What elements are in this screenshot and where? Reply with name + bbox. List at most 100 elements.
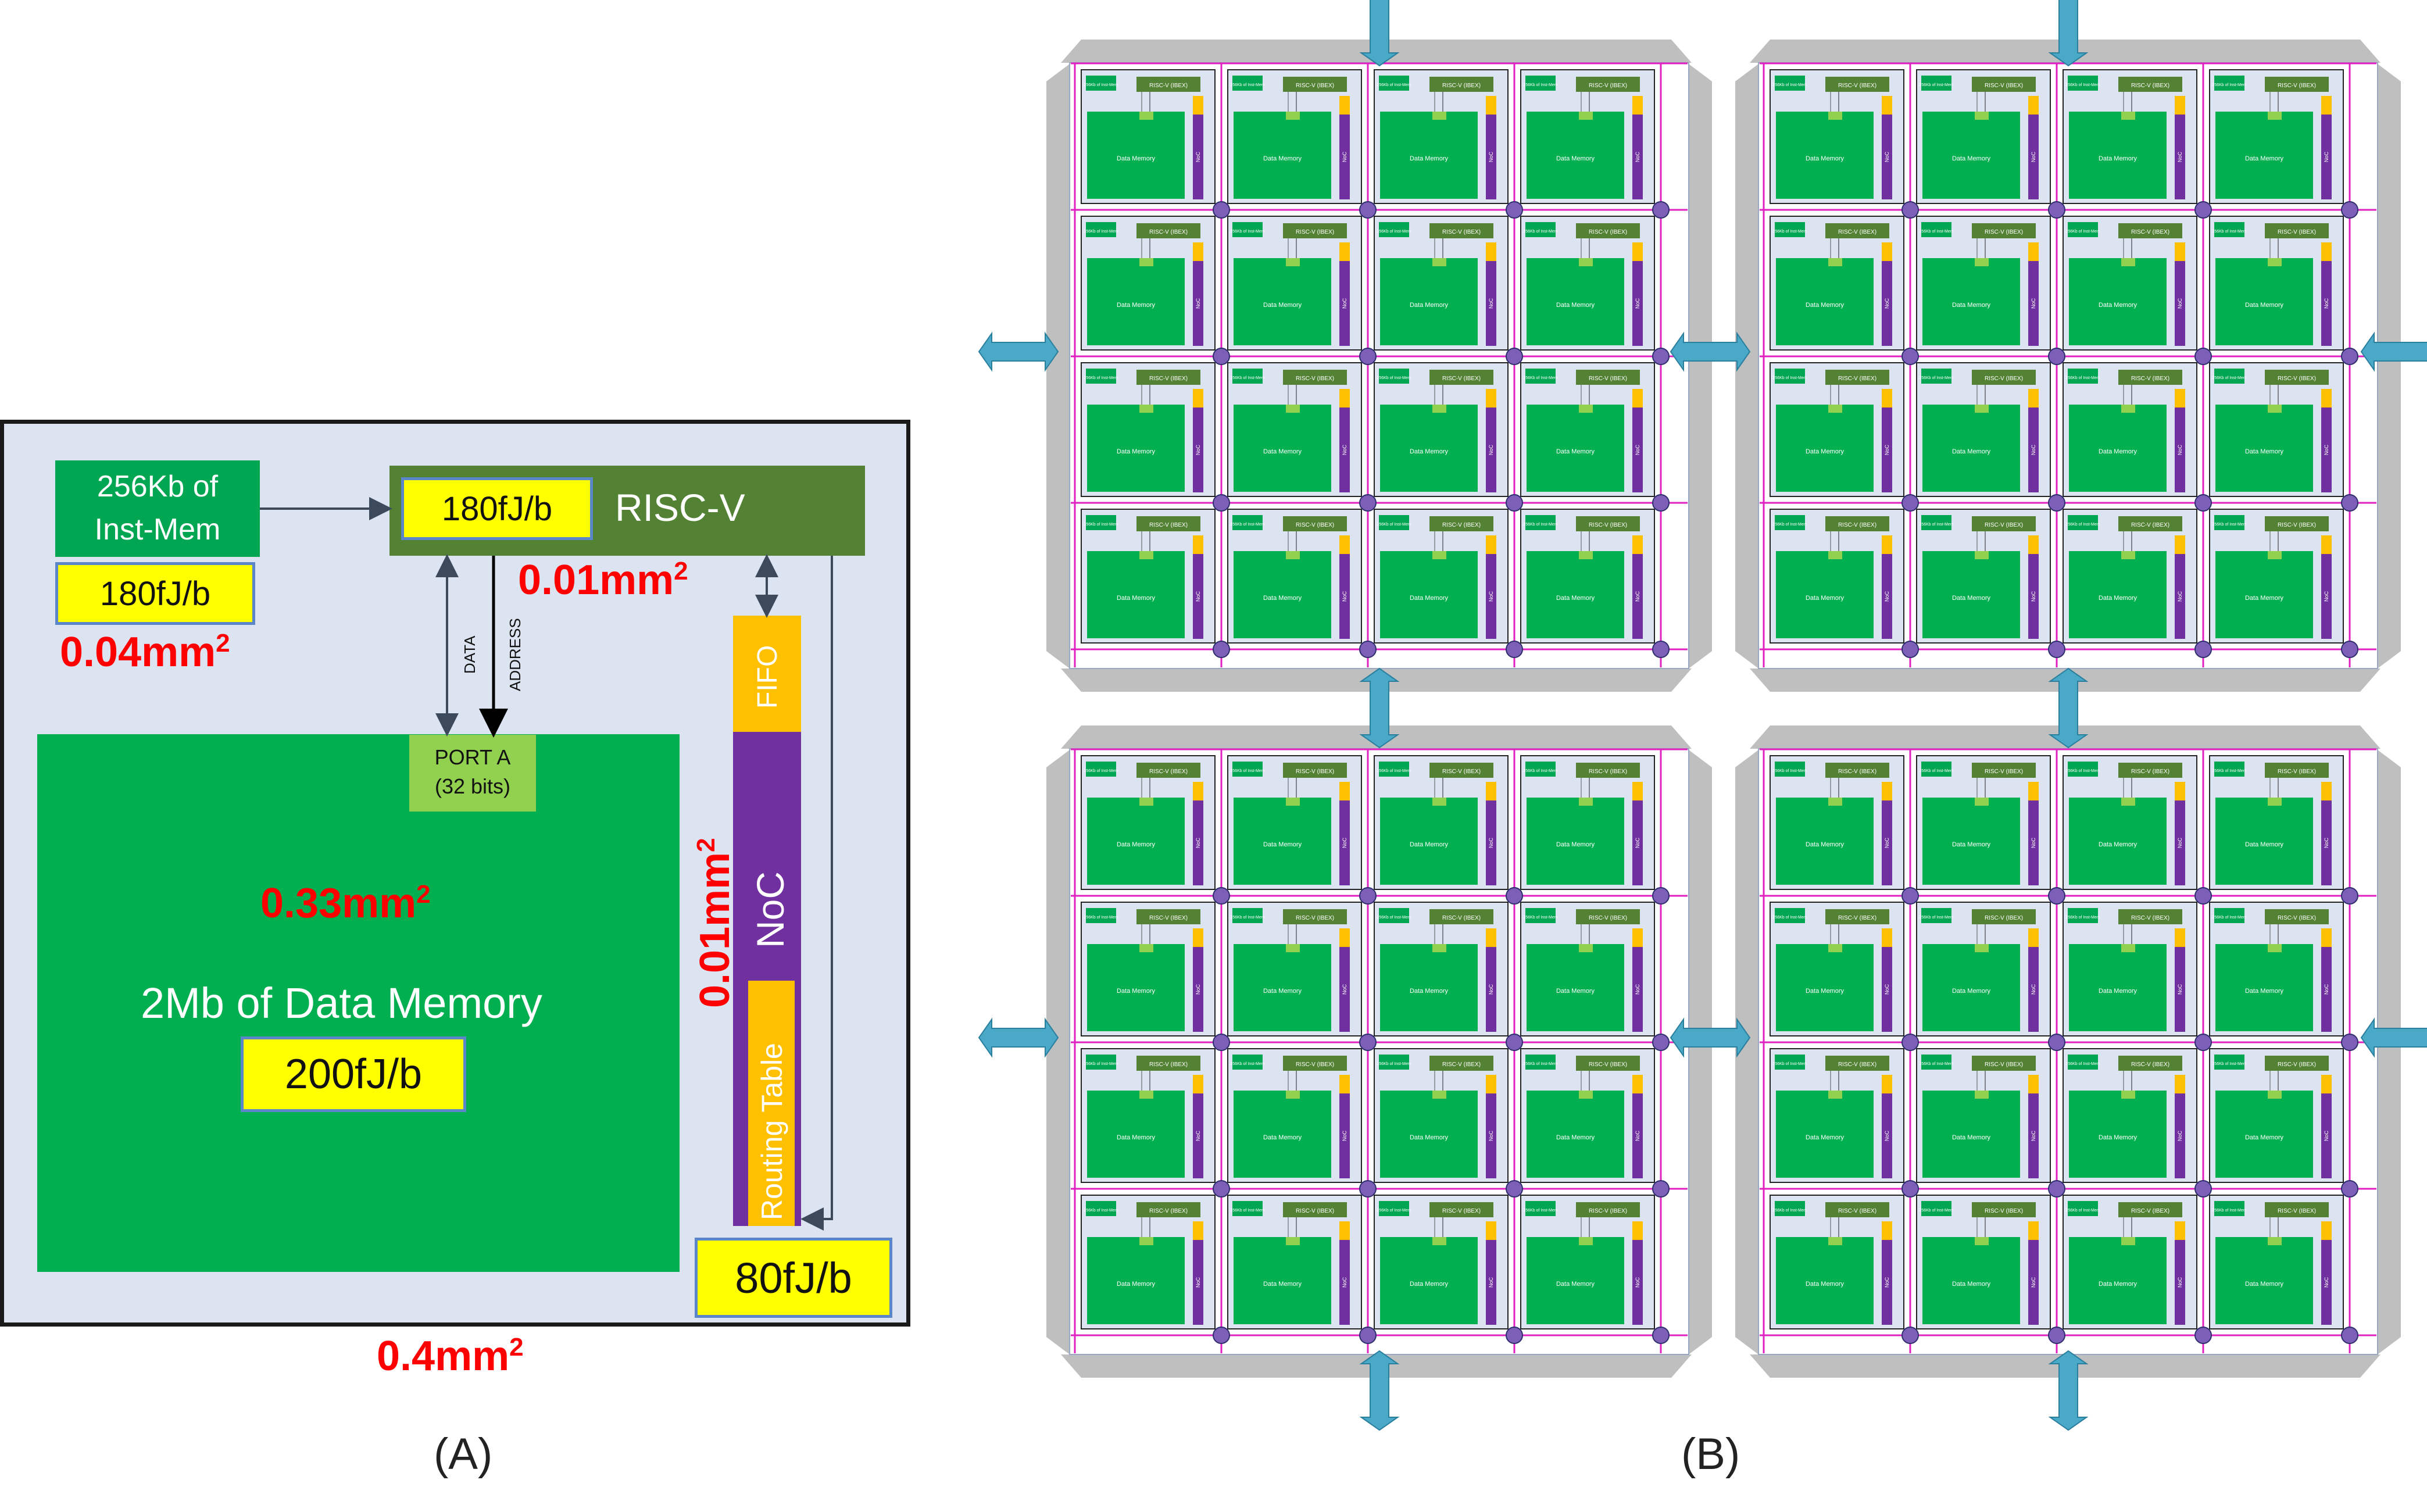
- tile-noc-label: NoC: [1488, 838, 1494, 849]
- tile-data-memory-label: Data Memory: [1556, 595, 1595, 602]
- tile-port: [2268, 944, 2282, 952]
- tile-inst-mem: [1379, 1201, 1409, 1216]
- tile-port: [1432, 944, 1446, 952]
- tile-noc: [1193, 788, 1203, 885]
- tile-risc-v: [2118, 1202, 2182, 1217]
- tile-inst-mem-label: 256Kb of Inst-Mem: [1523, 376, 1557, 380]
- tile-risc-v-label: RISC-V (IBEX): [2278, 522, 2316, 528]
- tile-inst-mem-label: 256Kb of Inst-Mem: [1377, 376, 1411, 380]
- tile-data-memory-label: Data Memory: [2099, 595, 2138, 602]
- tile-risc-v: [1576, 763, 1640, 778]
- fifo-block: [733, 616, 801, 732]
- tile-inst-mem-label: 256Kb of Inst-Mem: [1919, 769, 1953, 773]
- tile-inst-mem-label: 256Kb of Inst-Mem: [2212, 523, 2246, 527]
- tile-risc-v: [1429, 1202, 1493, 1217]
- tile-risc-v: [1825, 370, 1889, 385]
- chip-io-frame-left: [1735, 750, 1758, 1354]
- tile-noc-label: NoC: [1195, 1277, 1201, 1288]
- tile-risc-v-label: RISC-V (IBEX): [2278, 1208, 2316, 1214]
- tile-data-memory: [2069, 944, 2167, 1031]
- tile-port: [1579, 1091, 1593, 1099]
- tile-data-memory-label: Data Memory: [2245, 841, 2284, 848]
- tile-port: [1828, 1091, 1842, 1099]
- tile-inst-mem-label: 256Kb of Inst-Mem: [1230, 523, 1264, 527]
- tile-risc-v-label: RISC-V (IBEX): [1442, 1061, 1481, 1068]
- tile-noc: [2175, 248, 2185, 346]
- tile-noc-label: NoC: [2177, 298, 2183, 309]
- tile-risc-v: [1136, 516, 1200, 531]
- tile-data-memory: [1234, 798, 1331, 885]
- tile-risc-v-label: RISC-V (IBEX): [1296, 229, 1334, 235]
- tile-inst-mem-label: 256Kb of Inst-Mem: [1230, 230, 1264, 234]
- tile-data-memory-label: Data Memory: [1410, 841, 1449, 848]
- mesh-router: [2194, 1180, 2212, 1198]
- tile-risc-v: [1576, 223, 1640, 238]
- tile-fifo: [1632, 1221, 1643, 1240]
- risc-v-block: 180fJ/b RISC-V: [389, 466, 865, 556]
- tile-noc-label: NoC: [2324, 838, 2329, 849]
- tile-risc-v: [1825, 1202, 1889, 1217]
- tile-inst-mem: [2068, 222, 2098, 237]
- tile-noc-label: NoC: [2324, 298, 2329, 309]
- tile-port: [1579, 944, 1593, 952]
- tile-noc-label: NoC: [1488, 445, 1494, 456]
- tile-risc-v: [1283, 516, 1347, 531]
- mesh-router: [1359, 887, 1377, 905]
- mesh-router: [1901, 1034, 1919, 1051]
- mesh-router: [1359, 201, 1377, 219]
- tile-port: [1286, 405, 1300, 413]
- tile-data-memory: [2069, 1237, 2167, 1324]
- tile-inst-mem: [1775, 515, 1805, 530]
- tile-noc: [2028, 934, 2039, 1032]
- tile-inst-mem: [1232, 76, 1263, 91]
- tile-fifo: [1882, 1221, 1892, 1240]
- tile-risc-v-label: RISC-V (IBEX): [1296, 376, 1334, 382]
- tile-inst-mem-label: 256Kb of Inst-Mem: [1523, 1062, 1557, 1066]
- tile-risc-v-label: RISC-V (IBEX): [1442, 768, 1481, 775]
- tile-noc-label: NoC: [1195, 838, 1201, 849]
- inst-mem-block: 256Kb of Inst-Mem: [55, 460, 260, 557]
- mesh-router: [1901, 887, 1919, 905]
- tile-inst-mem-label: 256Kb of Inst-Mem: [2212, 1209, 2246, 1213]
- tile-inst-mem-label: 256Kb of Inst-Mem: [1919, 523, 1953, 527]
- tile-fifo: [2175, 928, 2185, 947]
- tile-inst-mem: [2068, 515, 2098, 530]
- mesh-router: [1652, 494, 1670, 512]
- tile-inst-mem-label: 256Kb of Inst-Mem: [2212, 83, 2246, 87]
- tile-data-memory-label: Data Memory: [1556, 302, 1595, 309]
- tile-noc: [2175, 1081, 2185, 1178]
- risc-v-energy: 180fJ/b: [401, 477, 593, 540]
- tile-noc-label: NoC: [1884, 984, 1890, 995]
- chip-io-frame-left: [1735, 64, 1758, 669]
- tile-risc-v: [1972, 77, 2036, 92]
- mesh-router: [1652, 887, 1670, 905]
- tile-fifo: [1882, 1075, 1892, 1093]
- tile-noc: [1632, 102, 1643, 199]
- data-memory-block: 0.33mm2 2Mb of Data Memory 200fJ/b: [37, 734, 680, 1272]
- risc-routing-loop: [800, 556, 833, 1231]
- tile-noc: [2175, 102, 2185, 199]
- tile-data-memory: [1527, 1091, 1624, 1178]
- tile-risc-v: [2265, 1202, 2329, 1217]
- caption-a: (A): [434, 1429, 493, 1479]
- tile-risc-v: [1429, 516, 1493, 531]
- tile-inst-mem-label: 256Kb of Inst-Mem: [1919, 916, 1953, 920]
- tile-data-memory-label: Data Memory: [2099, 1134, 2138, 1141]
- tile-inst-mem: [1525, 222, 1556, 237]
- tile-data-memory-label: Data Memory: [1410, 595, 1449, 602]
- tile-fifo: [2175, 1075, 2185, 1093]
- tile-data-memory-label: Data Memory: [2099, 988, 2138, 995]
- tile-inst-mem-label: 256Kb of Inst-Mem: [2065, 83, 2100, 87]
- tile-risc-v-label: RISC-V (IBEX): [1985, 915, 2023, 921]
- tile-noc-label: NoC: [2177, 591, 2183, 602]
- mesh-router: [2341, 641, 2358, 658]
- tile-data-memory-label: Data Memory: [1263, 595, 1302, 602]
- tile-data-memory: [1087, 551, 1185, 638]
